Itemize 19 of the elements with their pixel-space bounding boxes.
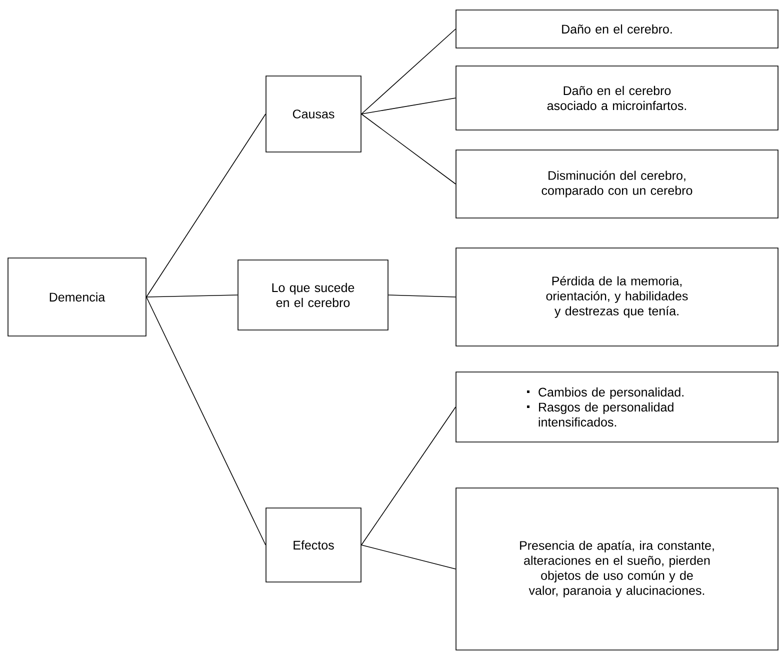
connector-line (361, 98, 456, 114)
text-box: Daño en el cerebro asociado a microinfartos. (456, 66, 778, 130)
connector-line (146, 296, 266, 546)
text-box: Pérdida de la memoria, orientación, y habilidades y destrezas que tenía. (456, 248, 778, 346)
text-box: Presencia de apatía, ira constante, alteraciones en el sueño, pierden objetos de uso común y de valor, paranoia y alucinaciones. (456, 488, 778, 650)
connector-line (388, 294, 456, 298)
connector-line (361, 28, 456, 114)
text-box: Daño en el cerebro. (456, 10, 778, 48)
connector-line (146, 294, 238, 298)
text-box: Cambios de personalidad. Rasgos de personalidad intensificados. (456, 372, 778, 442)
category-box: Causas (266, 76, 362, 152)
category-box: Lo que sucede en el cerebro (238, 260, 388, 330)
connector-line (361, 114, 456, 184)
root-box: Demencia (8, 258, 146, 336)
connector-line (146, 114, 266, 298)
category-box: Efectos (266, 508, 362, 582)
text-box: Disminución del cerebro, comparado con un cerebro (456, 150, 778, 218)
connector-line (361, 544, 456, 570)
connector-line (361, 406, 456, 546)
